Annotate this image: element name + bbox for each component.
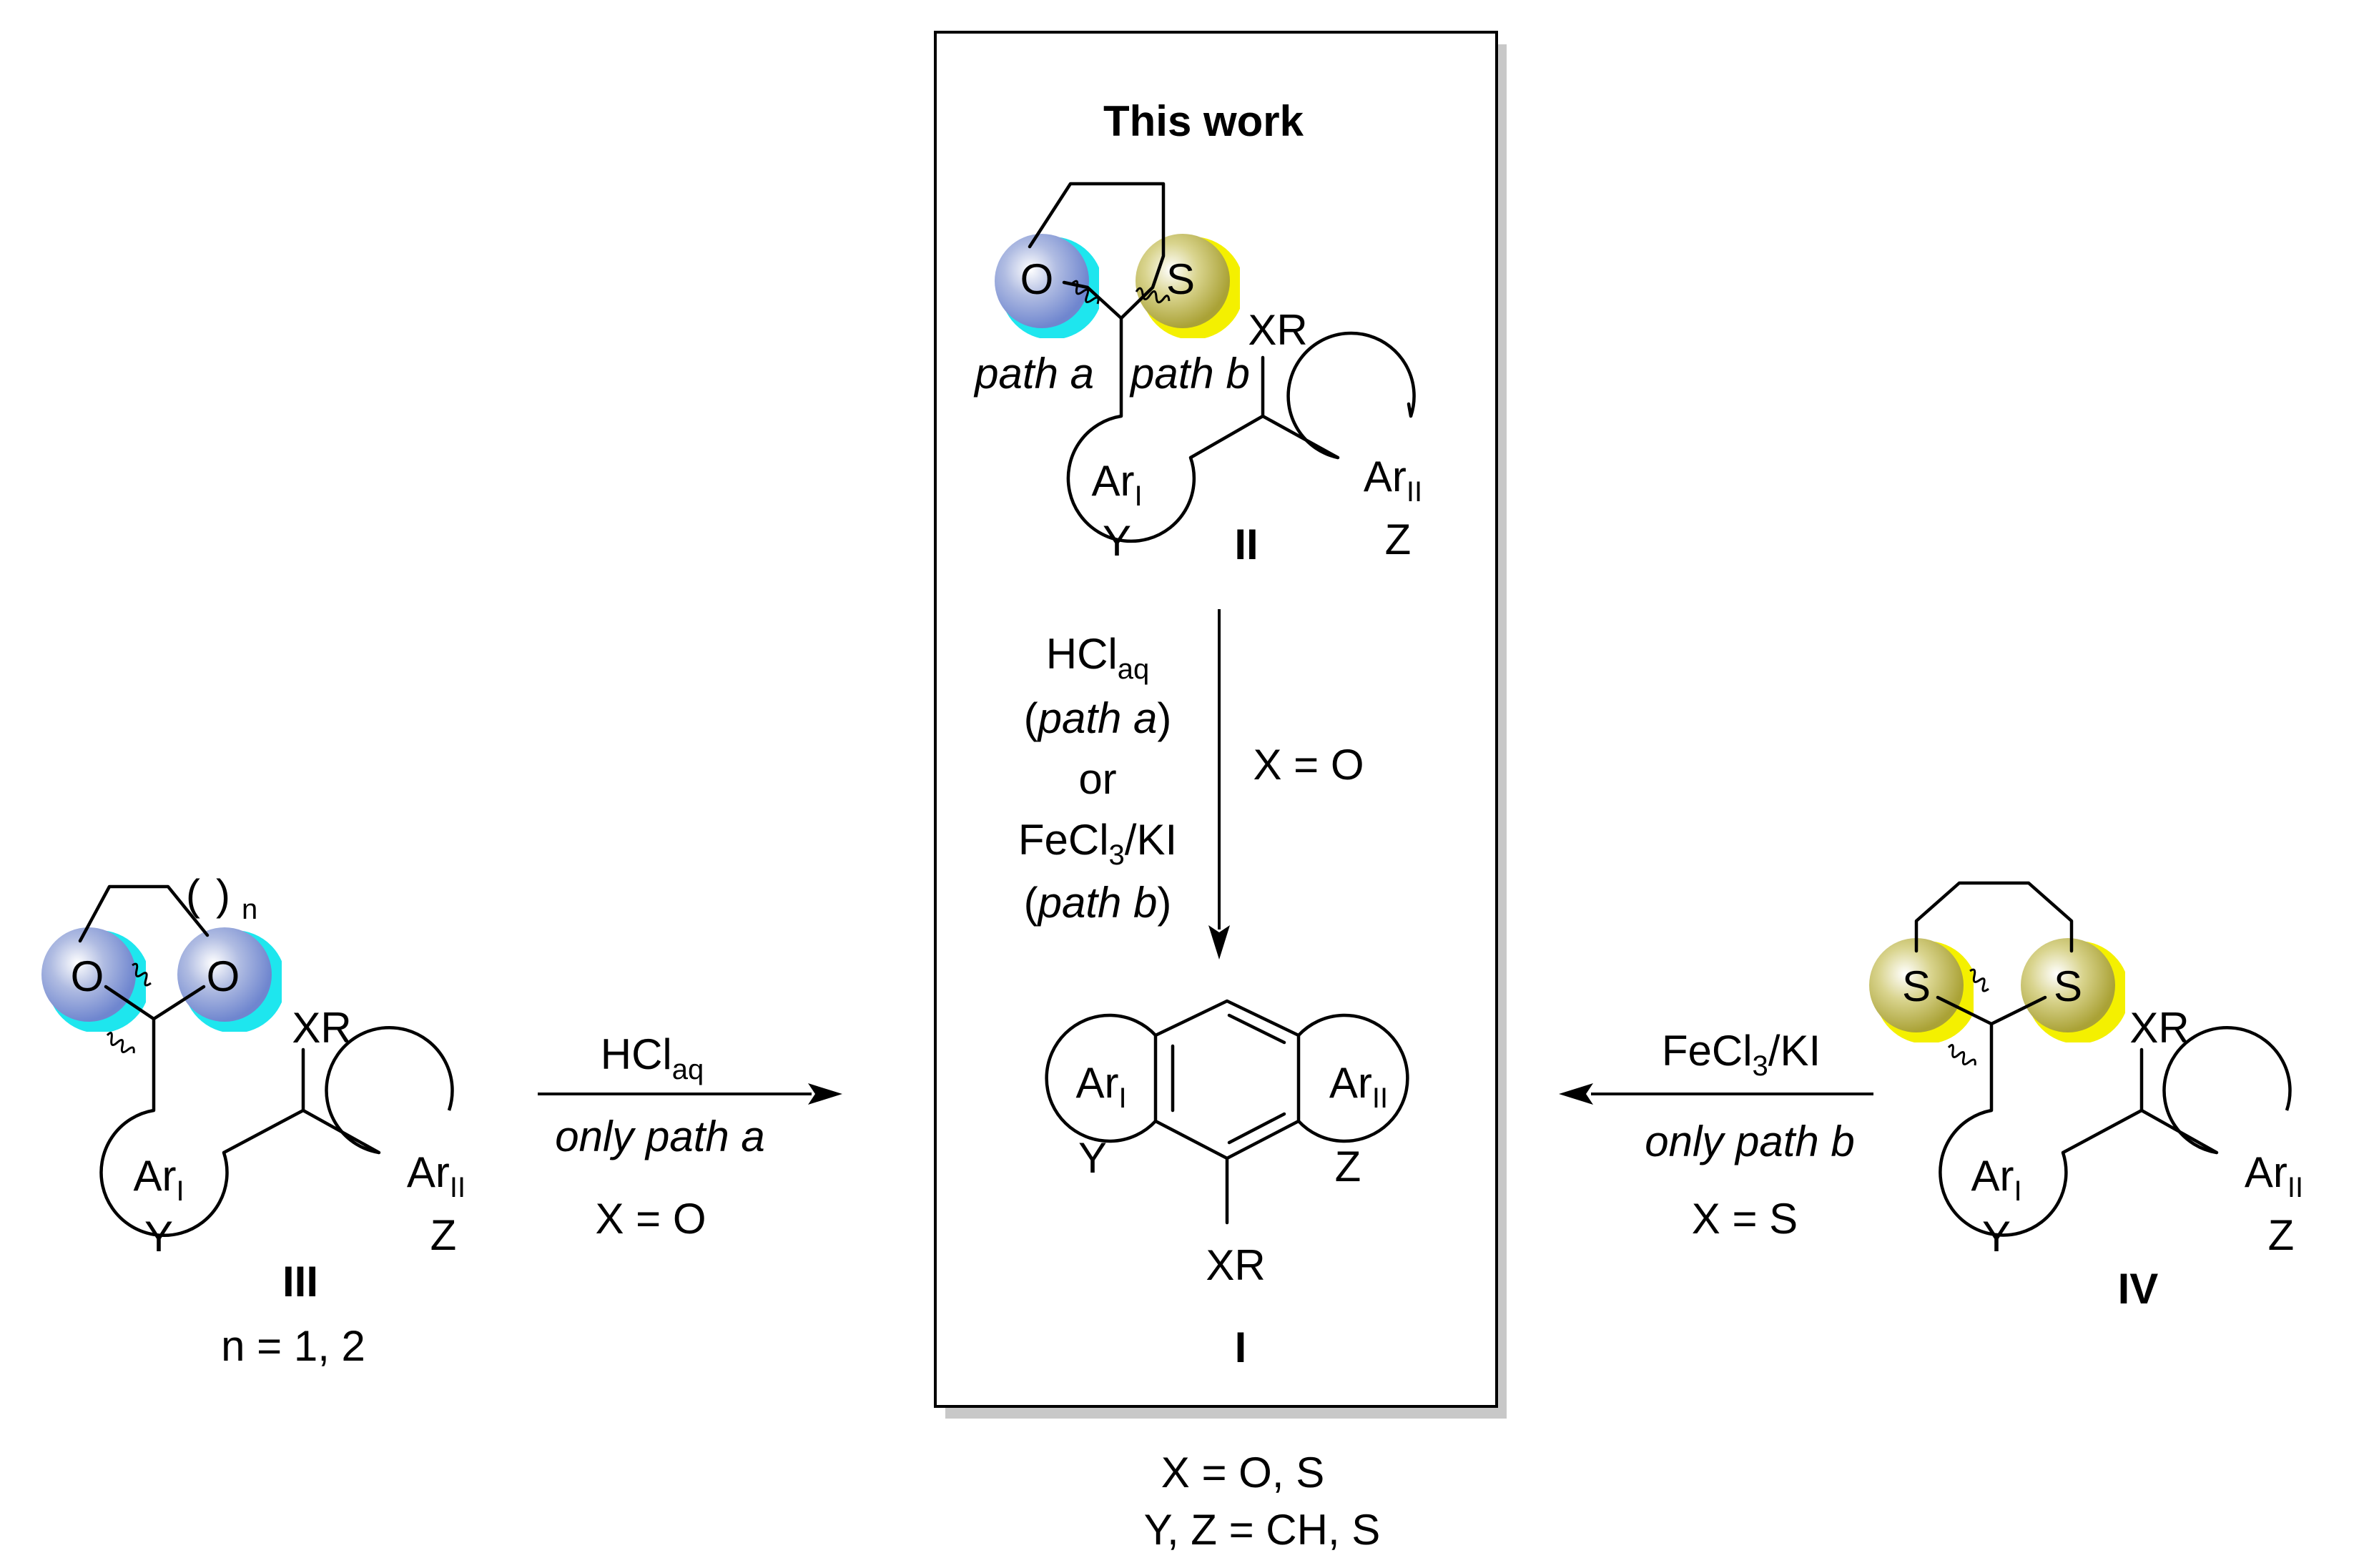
- yz-values-note: Y, Z = CH, S: [1144, 1506, 1381, 1554]
- ring-bracket-open: (: [186, 871, 200, 919]
- dioxolane-cleavage-wavy-1: [106, 1032, 135, 1054]
- x-values-note: X = O, S: [1161, 1449, 1324, 1496]
- y-label-III: Y: [144, 1213, 173, 1261]
- center-reagent-hcl: HClaq: [1046, 630, 1150, 685]
- path-a-cleavage-wavy: [1072, 280, 1100, 305]
- path-b-label: path b: [1129, 350, 1250, 398]
- dithiane-cleavage-wavy: [1947, 1044, 1976, 1066]
- ar-ii-ring-IV: [2162, 1026, 2292, 1155]
- ring-bracket-close: ): [216, 871, 230, 919]
- center-conditions: HClaq (path a) or FeCl3/KI (path b) X = …: [1018, 630, 1364, 927]
- sulfur-atom-1: S: [1902, 962, 1931, 1010]
- compound-II: O S XR path a path b ArI Y ArII Z II: [973, 182, 1422, 568]
- ar-ii-top-link: [1407, 402, 1413, 418]
- oxathiolane-ring: [1028, 182, 1166, 320]
- ar-ii-ring-III: [325, 1026, 454, 1155]
- ar-ii-ring: [1286, 331, 1416, 460]
- compound-I: ArI Y ArII Z XR I: [1045, 999, 1409, 1371]
- dioxolane-cleavage-wavy-2: [132, 962, 152, 987]
- ar-ii-label: ArII: [1364, 453, 1422, 508]
- y-label: Y: [1103, 517, 1131, 565]
- right-reaction-arrow: [1559, 1083, 1873, 1105]
- center-path-a: (path a): [1024, 694, 1172, 742]
- ar-ii-ring-fused: [1297, 1013, 1409, 1143]
- compound-III-number: III: [282, 1258, 318, 1306]
- xr-label-IV: XR: [2129, 1004, 2189, 1052]
- oxygen-atom-2: O: [207, 952, 240, 1000]
- oxygen-atom: O: [1020, 255, 1054, 303]
- z-label: Z: [1385, 516, 1412, 563]
- compound-II-number: II: [1234, 521, 1258, 568]
- center-path-b: (path b): [1024, 879, 1172, 927]
- y-label-IV: Y: [1982, 1213, 2011, 1261]
- ar-i-label: ArI: [1091, 457, 1142, 512]
- arrowhead-right: [808, 1083, 842, 1105]
- benzene-inner-double-bonds: [1171, 1013, 1286, 1145]
- arrowhead-left: [1559, 1083, 1593, 1105]
- right-only-path-b: only path b: [1645, 1118, 1855, 1165]
- y-label-I: Y: [1078, 1134, 1107, 1182]
- xr-label-III: XR: [292, 1004, 351, 1052]
- z-label-IV: Z: [2268, 1211, 2295, 1259]
- right-reagent-fecl3: FeCl3/KI: [1662, 1027, 1821, 1082]
- ar-i-label-III: ArI: [133, 1152, 184, 1207]
- ar-ii-label-IV: ArII: [2245, 1148, 2303, 1203]
- left-only-path-a: only path a: [555, 1113, 765, 1160]
- arrowhead-down: [1208, 925, 1230, 960]
- compound-I-number: I: [1235, 1323, 1247, 1371]
- box-frame: [934, 31, 1498, 1408]
- center-condition-x-o: X = O: [1253, 741, 1364, 789]
- ar-ii-label-III: ArII: [407, 1148, 466, 1203]
- center-reaction-arrow: [1208, 609, 1230, 960]
- compound-III-skeleton: [152, 1017, 381, 1155]
- ar-i-label-IV: ArI: [1971, 1152, 2021, 1207]
- ar-i-ring-III: [99, 1108, 229, 1237]
- path-b-cleavage-wavy: [1135, 287, 1171, 304]
- ar-i-ring-fused: [1045, 1013, 1157, 1143]
- z-label-I: Z: [1335, 1143, 1361, 1190]
- right-conditions: FeCl3/KI only path b X = S: [1645, 1027, 1855, 1243]
- ar-i-ring: [1066, 414, 1196, 543]
- path-a-label: path a: [973, 350, 1094, 398]
- left-reaction-arrow: [538, 1083, 842, 1105]
- compound-III: ( ) n O O XR ArI Y ArII Z III n = 1, 2: [41, 871, 466, 1370]
- z-label-III: Z: [430, 1211, 457, 1259]
- ar-ii-label-I: ArII: [1329, 1059, 1388, 1114]
- ar-i-label-I: ArI: [1075, 1059, 1126, 1114]
- xr-label-I: XR: [1206, 1241, 1265, 1289]
- n-values-note: n = 1, 2: [221, 1322, 365, 1370]
- oxygen-atom-1: O: [71, 952, 104, 1000]
- center-or: or: [1078, 755, 1116, 803]
- box-title: This work: [1103, 97, 1304, 145]
- sulfur-atom: S: [1166, 255, 1195, 303]
- left-condition-x-o: X = O: [595, 1195, 706, 1243]
- left-reagent-hcl: HClaq: [601, 1030, 704, 1085]
- left-conditions: HClaq only path a X = O: [555, 1030, 765, 1243]
- compound-IV: S S XR ArI Y ArII Z IV: [1869, 881, 2303, 1313]
- ar-i-ring-IV: [1939, 1108, 2068, 1237]
- xr-label: XR: [1248, 306, 1307, 354]
- compound-IV-number: IV: [2118, 1265, 2159, 1313]
- sulfur-atom-2: S: [2054, 962, 2082, 1010]
- compound-II-skeleton: [1119, 316, 1340, 460]
- right-condition-x-s: X = S: [1692, 1195, 1798, 1243]
- ring-size-n: n: [242, 894, 257, 925]
- center-reagent-fecl3: FeCl3/KI: [1018, 816, 1177, 871]
- dithiane-cleavage-wavy-2: [1969, 968, 1989, 992]
- compound-IV-skeleton: [1989, 1022, 2219, 1155]
- bottom-notes: X = O, S Y, Z = CH, S: [1144, 1449, 1381, 1554]
